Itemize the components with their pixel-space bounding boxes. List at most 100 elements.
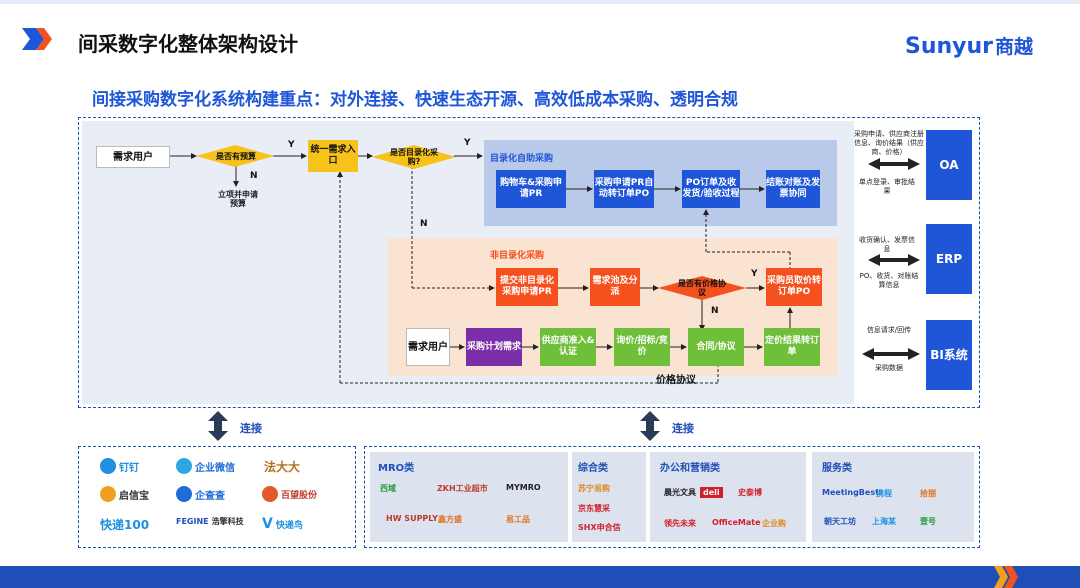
bottom-step-4[interactable]: 合同/协议 (688, 328, 744, 366)
general-item-2: 京东慧采 (578, 504, 610, 513)
n2-label: N (420, 219, 428, 229)
oa-system[interactable]: OA (926, 130, 972, 200)
office-category (650, 452, 806, 542)
n3-label: N (711, 306, 719, 316)
has-budget-diamond (196, 145, 274, 167)
demand-user-box[interactable]: 需求用户 (96, 146, 170, 168)
has-budget-label: 是否有预算 (216, 152, 256, 161)
main-diagram-frame (78, 117, 980, 408)
office-item-5: OfficeMate (712, 518, 761, 527)
office-title: 办公和营销类 (660, 463, 720, 474)
catalog-step-4[interactable]: 结账对账及发票协同 (766, 170, 820, 208)
logo-kuaidi100-text: 快递100 (100, 518, 150, 532)
mro-item-1: 西域 (380, 484, 396, 493)
service-item-6: 壹号 (920, 517, 936, 526)
price-agreement-label: 价格协议 (656, 375, 696, 386)
mro-item-6: 易工品 (506, 515, 530, 524)
catalog-step-2[interactable]: 采购申请PR自动转订单PO (594, 170, 654, 208)
connect-left-label: 连接 (240, 422, 262, 435)
footer-chevron-icon (994, 566, 1018, 588)
logo-qichacha-text: 企查查 (195, 490, 225, 502)
left-logo-frame (78, 446, 356, 548)
service-category (812, 452, 974, 542)
office-item-6: 企业购 (762, 519, 786, 528)
connect-right-icon (640, 411, 660, 441)
is-catalog-diamond (372, 145, 456, 169)
y1-label: Y (288, 140, 295, 150)
qichacha-icon (176, 486, 192, 502)
general-item-3: SHX申合信 (578, 523, 621, 532)
service-item-1: MeetingBest (822, 488, 879, 497)
logo-fegine-text: FEGINE (176, 517, 209, 526)
logo-fadada: 法大大 (264, 458, 300, 475)
brand-logo-cn: 商越 (995, 36, 1034, 58)
top-border (0, 0, 1080, 4)
right-logo-frame (364, 446, 980, 548)
demand-user-2-box[interactable]: 需求用户 (406, 328, 450, 366)
catalog-step-1[interactable]: 购物车&采购申请PR (496, 170, 566, 208)
logo-qixinbao-text: 启信宝 (119, 490, 149, 502)
erp-text-1: 收货确认、发票信息 (859, 236, 915, 253)
office-item-4: 领先未来 (664, 519, 696, 528)
has-price-diamond (658, 276, 746, 300)
mro-category (370, 452, 568, 542)
logo-fegine-sub: 浩擎科技 (211, 517, 244, 526)
is-catalog-label: 是否目录化采购? (390, 148, 438, 166)
noncatalog-title: 非目录化采购 (490, 251, 545, 261)
page-title: 间采数字化整体架构设计 (78, 32, 298, 56)
oa-text-2: 单点登录、审批结果 (859, 178, 915, 195)
logo-kuaidiniao-text: 快递鸟 (275, 520, 303, 531)
bottom-step-1[interactable]: 采购计划需求 (466, 328, 522, 366)
bottom-step-2[interactable]: 供应商准入&认证 (540, 328, 596, 366)
logo-fadada-text: 法大大 (264, 460, 301, 474)
service-item-3: 拾捌 (920, 489, 936, 498)
general-item-1: 苏宁易购 (578, 484, 610, 493)
mro-item-2: ZKH工业超市 (437, 484, 488, 493)
noncatalog-region (388, 238, 838, 376)
logo-kuaidi100: 快递100 (100, 516, 149, 533)
bottom-step-3[interactable]: 询价/招标/竞价 (614, 328, 670, 366)
mro-item-4: HW SUPPLY (386, 514, 438, 523)
noncatalog-step-1[interactable]: 提交非目录化采购申请PR (496, 268, 558, 306)
catalog-step-3[interactable]: PO订单及收发货/验收过程 (682, 170, 740, 208)
bi-system[interactable]: BI系统 (926, 320, 972, 390)
n1-label: N (250, 171, 258, 181)
service-item-5: 上海某 (872, 517, 896, 526)
oa-text-1: 采购申请、供应商注册信息、询价结果（供应商、价格） (854, 130, 924, 156)
footer-bar (0, 566, 1080, 588)
logo-qixinbao: 启信宝 (100, 486, 149, 502)
dingding-icon (100, 458, 116, 474)
erp-system[interactable]: ERP (926, 224, 972, 294)
qixinbao-icon (100, 486, 116, 502)
y3-label: Y (751, 269, 758, 279)
y2-label: Y (464, 138, 471, 148)
logo-dingding: 钉钉 (100, 458, 139, 474)
service-title: 服务类 (822, 463, 852, 474)
bi-text-2: 采购数据 (875, 364, 903, 372)
connect-right-label: 连接 (672, 422, 694, 435)
logo-baiwang: 百望股份 (262, 486, 317, 502)
logo-wecom-text: 企业微信 (195, 462, 235, 474)
page-subtitle: 间接采购数字化系统构建重点：对外连接、快速生态开源、高效低成本采购、透明合规 (92, 90, 738, 110)
unified-entry-box[interactable]: 统一需求入口 (308, 140, 358, 172)
mro-item-3: MYMRO (506, 483, 541, 492)
office-item-3: 史泰博 (738, 488, 762, 497)
logo-qichacha: 企查查 (176, 486, 225, 502)
wecom-icon (176, 458, 192, 474)
has-price-label: 是否有价格协议 (678, 279, 726, 297)
brand-logo-text: Sunyur (905, 34, 994, 59)
noncatalog-step-2[interactable]: 需求池及分派 (590, 268, 640, 306)
logo-baiwang-text: 百望股份 (281, 490, 318, 501)
header-chevron-icon (22, 28, 52, 50)
erp-text-2: PO、收货、对账结算信息 (859, 272, 919, 289)
buyer-order-box[interactable]: 采购员取价转订单PO (766, 268, 822, 306)
project-budget-text: 立项并申请预算 (218, 190, 258, 208)
mro-item-5: 鑫方盛 (438, 515, 462, 524)
connect-left-icon (208, 411, 228, 441)
bottom-step-5[interactable]: 定价结果转订单 (764, 328, 820, 366)
office-item-1: 晨光文具 (664, 488, 696, 497)
